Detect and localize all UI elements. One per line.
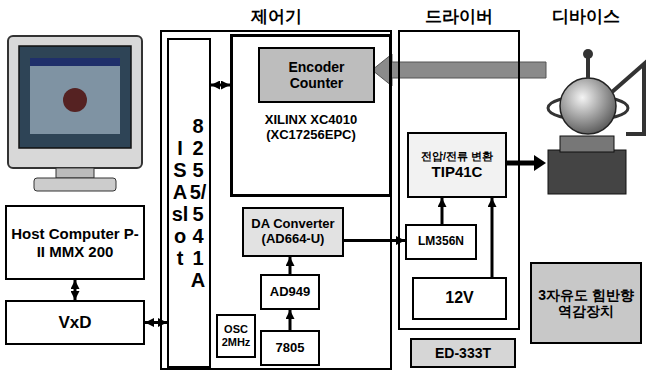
box-label: DA Converter (AD664-U) — [246, 217, 340, 247]
box-label: ED-333T — [435, 345, 491, 361]
box-label: OSC 2MHz — [220, 323, 252, 348]
power-supply-box: ED-333T — [410, 338, 516, 368]
haptic-device-illustration — [548, 49, 644, 194]
device-label: 디바이스 — [552, 5, 620, 28]
driver-group: 드라이버전압/전류 변환TIP41CLM356N12V — [398, 30, 520, 330]
box-label: VxD — [58, 313, 91, 333]
box-label: 전압/전류 변환 — [421, 150, 493, 163]
controller-group: 제어기ISA slot8255/541AXILINX XC4010 (XC172… — [160, 30, 392, 370]
box-label: Encoder Counter — [262, 59, 371, 91]
chip-box: AD949 — [260, 274, 320, 310]
power-box: 12V — [412, 277, 507, 320]
signal-arrow — [145, 321, 167, 324]
box-label: Host Computer P-II MMX 200 — [9, 225, 141, 260]
box-label: 7805 — [276, 341, 305, 356]
fpga-box: XILINX XC4010 (XC17256EPC) Encoder Counte… — [230, 34, 392, 197]
box-label: ISA slot — [171, 137, 189, 269]
box-label: AD949 — [270, 285, 310, 300]
signal-arrow — [491, 198, 494, 277]
isa-slot-box: ISA slot8255/541A — [167, 38, 211, 368]
signal-arrow — [289, 310, 292, 330]
signal-arrow — [441, 198, 444, 224]
box-label: LM356N — [418, 235, 464, 249]
opamp-box: LM356N — [405, 224, 477, 260]
box-label: 3자유도 힘반향 역감장치 — [534, 287, 638, 319]
driver-box: VxD — [5, 300, 145, 345]
encoder-counter-box: Encoder Counter — [258, 47, 375, 103]
title-box: 3자유도 힘반향 역감장치 — [530, 262, 642, 344]
signal-arrow — [344, 239, 405, 242]
oscillator-box: OSC 2MHz — [216, 314, 256, 358]
process-box: Host Computer P-II MMX 200 — [5, 205, 145, 280]
regulator-box: 7805 — [260, 330, 320, 366]
group-heading: 드라이버 — [400, 5, 518, 28]
signal-arrow — [211, 84, 230, 87]
box-label: XILINX XC4010 (XC17256EPC) — [251, 113, 371, 143]
monitor-illustration — [8, 36, 142, 191]
box-label: 8255/541A — [189, 115, 207, 291]
box-label: TIP41C — [432, 163, 483, 180]
dac-box: DA Converter (AD664-U) — [242, 207, 344, 257]
group-heading: 제어기 — [162, 5, 390, 28]
motor-drive-arrow — [507, 155, 546, 171]
converter-box: 전압/전류 변환TIP41C — [407, 132, 507, 198]
signal-arrow — [289, 257, 292, 274]
box-label: 12V — [445, 289, 473, 307]
signal-arrow — [74, 280, 77, 300]
